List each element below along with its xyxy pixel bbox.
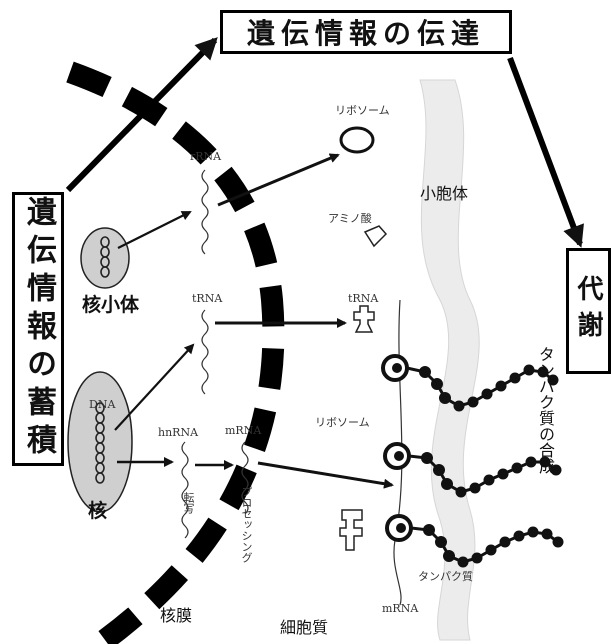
ribosome-label-top: リボソーム: [335, 104, 390, 117]
endoplasmic-reticulum: [419, 79, 480, 641]
amino-acid-bead: [481, 388, 493, 400]
ribosome-shape: [339, 126, 375, 154]
amino-acid-bead: [421, 452, 433, 464]
amino-acid-bead: [485, 544, 497, 556]
amino-acid-bead: [419, 366, 431, 378]
metabolism-title-box: 代謝: [566, 248, 611, 374]
trna-label-left: tRNA: [192, 292, 223, 305]
amino-acid-bead: [471, 552, 483, 564]
ribosome-core: [392, 363, 402, 373]
amino-acid-bead: [523, 364, 535, 376]
cytoplasm-label: 細胞質: [280, 618, 329, 637]
hnrna-strand: [181, 441, 189, 539]
amino-acid-bead: [467, 396, 479, 408]
amino-acid-shape: [363, 225, 388, 248]
amino-acid-bead: [511, 462, 523, 474]
trna-strand: [201, 309, 209, 395]
arrow-mrna-to-ribosome: [257, 461, 394, 489]
nucleus-dna-coil: [95, 402, 105, 484]
amino-acid-bead: [509, 372, 521, 384]
nucleolus-organelle: [80, 227, 130, 289]
rrna-strand: [201, 169, 209, 255]
rrna-label: rRNA: [190, 150, 222, 163]
amino-acid-bead: [541, 528, 553, 540]
amino-acid-bead: [547, 374, 559, 386]
amino-acid-bead: [431, 378, 443, 390]
arrow-nucleus-to-trna: [114, 343, 195, 431]
amino-acid-bead: [550, 464, 562, 476]
trna-cloverleaf-shape-2: [339, 509, 363, 551]
nucleus-organelle: [67, 371, 133, 513]
ribosome-label-mid: リボソーム: [315, 416, 370, 429]
amino-acid-bead: [499, 536, 511, 548]
polysome-2: [383, 442, 562, 498]
amino-acid-label: アミノ酸: [328, 212, 372, 225]
ribosome-core: [396, 523, 406, 533]
nucleolus-label: 核小体: [82, 294, 140, 316]
nucleolus-dna-coil: [100, 236, 110, 278]
amino-acid-bead: [552, 536, 564, 548]
dna-label: DNA: [89, 398, 116, 411]
protein-label: タンパク質: [418, 570, 473, 583]
nucleus-label: 核: [88, 500, 108, 522]
amino-acid-bead: [497, 468, 509, 480]
amino-acid-bead: [537, 366, 549, 378]
amino-acid-bead: [439, 392, 451, 404]
arrow-nucleolus-to-rrna: [117, 211, 192, 249]
protein-synthesis-label: タンパク質の合成: [536, 346, 555, 474]
amino-acid-bead: [423, 524, 435, 536]
amino-acid-bead: [443, 550, 455, 562]
amino-acid-bead: [539, 456, 551, 468]
storage-title-box: 遺伝情報の蓄積: [12, 192, 64, 466]
amino-acid-bead: [441, 478, 453, 490]
er-label: 小胞体: [420, 184, 469, 203]
amino-acid-bead: [483, 474, 495, 486]
mrna-label-bottom: mRNA: [382, 602, 419, 615]
hnrna-label: hnRNA: [158, 426, 199, 439]
mrna-label-top: mRNA: [225, 424, 262, 437]
arrow-rrna-to-ribosome: [217, 153, 340, 207]
nuclear-membrane-label: 核膜: [160, 606, 193, 625]
amino-acid-bead: [469, 482, 481, 494]
amino-acid-bead: [455, 486, 467, 498]
amino-acid-bead: [513, 530, 525, 542]
ribosome-core: [394, 451, 404, 461]
trna-label-right: tRNA: [348, 292, 379, 305]
amino-acid-bead: [495, 380, 507, 392]
amino-acid-bead: [457, 556, 469, 568]
mrna-strand: [241, 441, 249, 515]
amino-acid-bead: [433, 464, 445, 476]
trna-cloverleaf-shape: [353, 305, 375, 333]
processing-label: プロセッシング: [240, 486, 253, 563]
transmission-title-box: 遺伝情報の伝達: [220, 10, 512, 54]
amino-acid-bead: [435, 536, 447, 548]
amino-acid-bead: [453, 400, 465, 412]
transcription-label: 転写: [182, 492, 195, 514]
amino-acid-bead: [527, 526, 539, 538]
amino-acid-bead: [525, 456, 537, 468]
arrow-transmission-to-metabolism: [507, 56, 584, 248]
nuclear-membrane: [66, 61, 285, 644]
polysome-1: [381, 354, 559, 412]
arrow-storage-to-transmission: [65, 37, 218, 193]
polysome-3: [385, 514, 564, 568]
